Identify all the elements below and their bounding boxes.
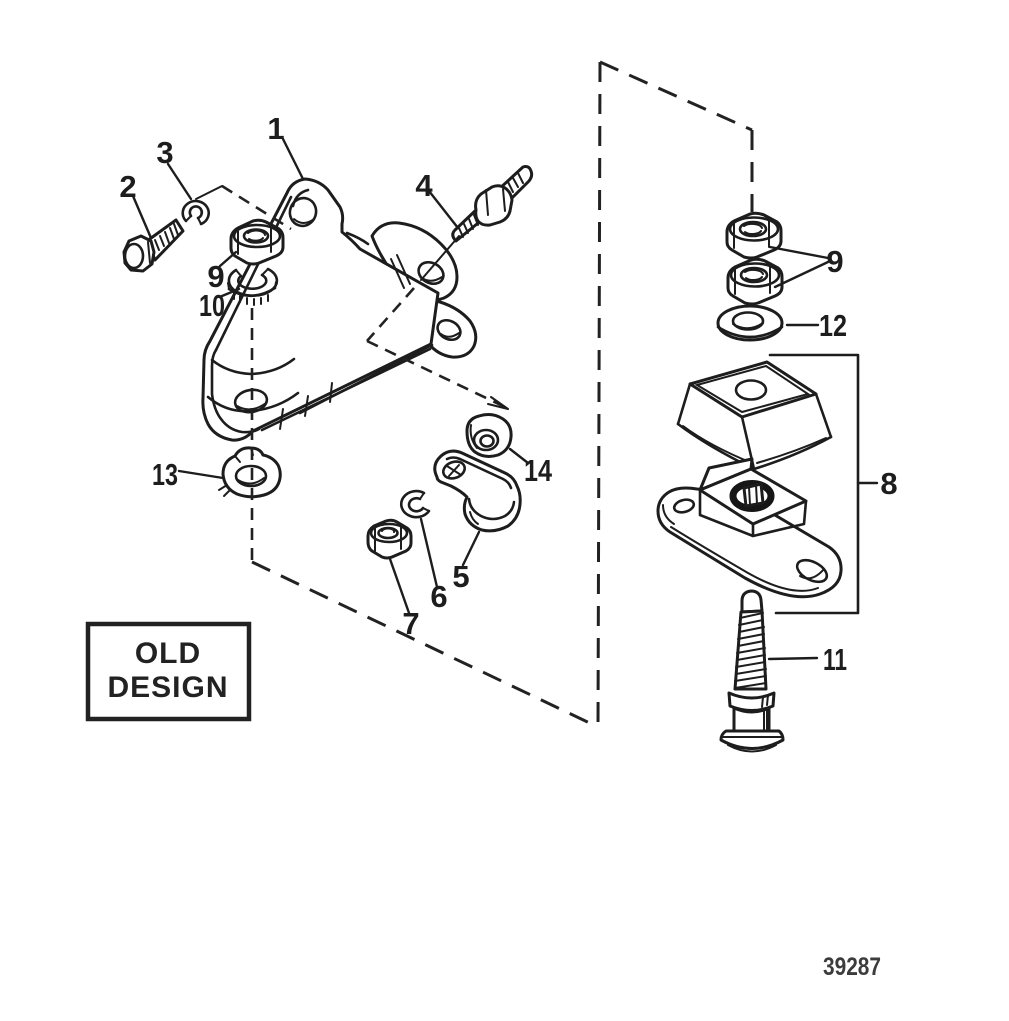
callout-labels: 1 2 3 4 9 10 13 14 5 6 7 9 12 8 11: [119, 111, 897, 677]
callout-4-label: 4: [415, 168, 433, 203]
part-9-right-lower-nut: [726, 257, 784, 306]
part-1-lower-ear-hole: [436, 318, 462, 342]
callout-2-label: 2: [119, 169, 136, 204]
old-design-badge: OLD DESIGN: [85, 621, 252, 722]
callout-10-label: 10: [199, 288, 225, 323]
callout-11-label: 11: [823, 642, 847, 677]
part-2-bolt: [122, 218, 185, 273]
callout-8-label: 8: [880, 466, 897, 501]
callout-13-label: 13: [152, 457, 178, 492]
part-8-upper-block: [676, 360, 833, 471]
callout-leader-lines: [131, 137, 879, 661]
assembly-construction-lines: [251, 60, 754, 729]
part-4-stud: [451, 165, 534, 243]
part-14-hole: [479, 434, 495, 448]
part-1-top-ear-hole: [288, 196, 318, 228]
assembly-arrowhead: [487, 396, 509, 410]
part-9-left-nut-hole: [242, 228, 270, 244]
callout-14-label: 14: [524, 453, 553, 488]
part-6-lock-washer: [399, 489, 431, 519]
part-7-nut: [366, 518, 413, 560]
callout-3-label: 3: [156, 135, 173, 170]
part-9-left-nut: [229, 218, 285, 266]
callout-9-right-label: 9: [826, 244, 843, 279]
old-design-line1: OLD: [135, 637, 201, 670]
part-9-right-upper-nut: [725, 211, 783, 260]
part-10-lock-washer: [227, 267, 279, 306]
old-design-badge-border: [85, 621, 252, 722]
part-12-flat-washer: [716, 304, 784, 342]
dashed-axis-bottom-diagonal: [251, 560, 599, 729]
part-8-plate-hole: [672, 498, 696, 514]
stud-axis-line: [420, 235, 460, 281]
part-13-hole: [234, 464, 268, 488]
part-5-clamp: [433, 449, 522, 533]
part-1-hatch-marks: [390, 254, 411, 289]
part-8-insert-square-hole: [742, 482, 765, 508]
part-13-tab-washer: [218, 446, 282, 499]
dashed-axis-top-diagonal: [599, 60, 753, 132]
callout-7-label: 7: [402, 606, 419, 641]
part-14-bushing: [465, 413, 513, 458]
callout-1-label: 1: [267, 111, 284, 146]
callout-5-label: 5: [452, 559, 469, 594]
drawing-number: 39287: [823, 953, 881, 981]
part-11-base-flange: [719, 729, 785, 750]
dashed-axis-left-vertical: [596, 61, 602, 728]
callout-9-left-label: 9: [207, 259, 224, 294]
part-3-lock-washer: [181, 199, 211, 226]
part-8-upper-block-hole: [734, 379, 768, 401]
part-1-bracket: [201, 177, 478, 442]
part-8-mount-assembly: [656, 360, 843, 599]
part-5-hole: [442, 460, 466, 480]
part-8-lower-bracket: [656, 457, 843, 599]
part-8-insert-hole-ring: [729, 480, 775, 512]
callout-6-label: 6: [430, 579, 447, 614]
part-4-hex-collar: [474, 184, 514, 227]
part-11-mount-stud: [719, 589, 785, 753]
part-12-hole: [731, 311, 765, 331]
left-stack-construction-lines: [195, 184, 509, 562]
callout-12-label: 12: [819, 308, 847, 343]
old-design-line2: DESIGN: [107, 671, 228, 704]
part-1-fold-line: [298, 343, 434, 415]
